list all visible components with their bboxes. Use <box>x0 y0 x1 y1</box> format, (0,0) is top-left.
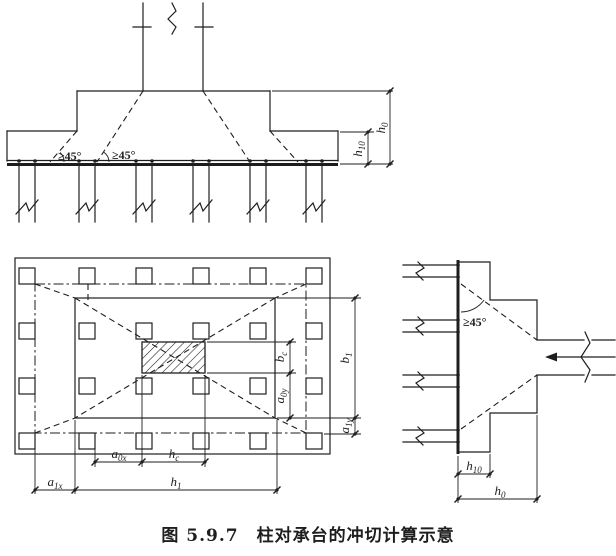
punching-cone-lines <box>460 283 538 430</box>
dim-label-a1y: a1y <box>337 419 354 434</box>
dim-label-a0y: a0y <box>272 389 289 404</box>
angle-arc <box>59 152 65 163</box>
side-dimensions: h10 h0 <box>453 415 542 504</box>
piles-side <box>402 261 459 446</box>
dim-label-b1: b1 <box>337 353 354 364</box>
pile <box>15 165 39 223</box>
pile-edge-axis-rect <box>34 283 307 434</box>
plan-view: a0x hc a1x h1 bc a0y b1 a1y <box>14 257 361 495</box>
side-view: ≥45° h10 h0 <box>402 260 616 504</box>
piles-elevation <box>15 165 326 223</box>
dim-label-a0x: a0x <box>112 446 127 463</box>
dim-label-hc: hc <box>169 446 180 463</box>
angle-arc <box>103 151 110 163</box>
angle-label-step-cone: ≥45° <box>58 149 82 163</box>
punching-diagonals-plan <box>34 283 307 434</box>
rebar-dots <box>456 263 460 444</box>
angle-label-column-cone: ≥45° <box>112 148 136 162</box>
upper-step-outline-plan <box>74 297 276 419</box>
dim-label-bc: bc <box>272 352 289 363</box>
plan-right-dimensions: bc a0y b1 a1y <box>207 293 361 439</box>
pile <box>302 165 326 223</box>
punching-cone-lines <box>49 90 299 163</box>
dim-label-h10-side: h10 <box>466 458 482 475</box>
pile <box>75 165 99 223</box>
dim-label-a1x: a1x <box>48 474 63 491</box>
pile <box>132 165 156 223</box>
column <box>132 2 214 92</box>
cap-outline-plan <box>14 257 331 455</box>
break-symbol <box>167 2 177 35</box>
plan-bottom-dimensions: a0x hc a1x h1 <box>30 375 282 495</box>
dim-label-h10: h10 <box>350 141 367 157</box>
dim-label-h1: h1 <box>171 474 182 491</box>
load-arrow <box>545 352 616 362</box>
angle-label-side: ≥45° <box>463 315 487 329</box>
dim-label-h0-side: h0 <box>495 483 507 500</box>
dim-label-h0: h0 <box>373 122 390 134</box>
column-section-hatched <box>141 341 206 374</box>
elevation-dimensions: h10 h0 <box>272 86 395 169</box>
angle-arc <box>460 299 485 313</box>
pile <box>246 165 270 223</box>
pile-cap-outline <box>6 90 339 166</box>
pile <box>189 165 213 223</box>
elevation-view: ≥45° ≥45° h10 h0 <box>6 2 395 223</box>
figure-caption: 图 5.9.7 柱对承台的冲切计算示意 <box>161 525 454 546</box>
cap-profile-side <box>457 261 616 453</box>
